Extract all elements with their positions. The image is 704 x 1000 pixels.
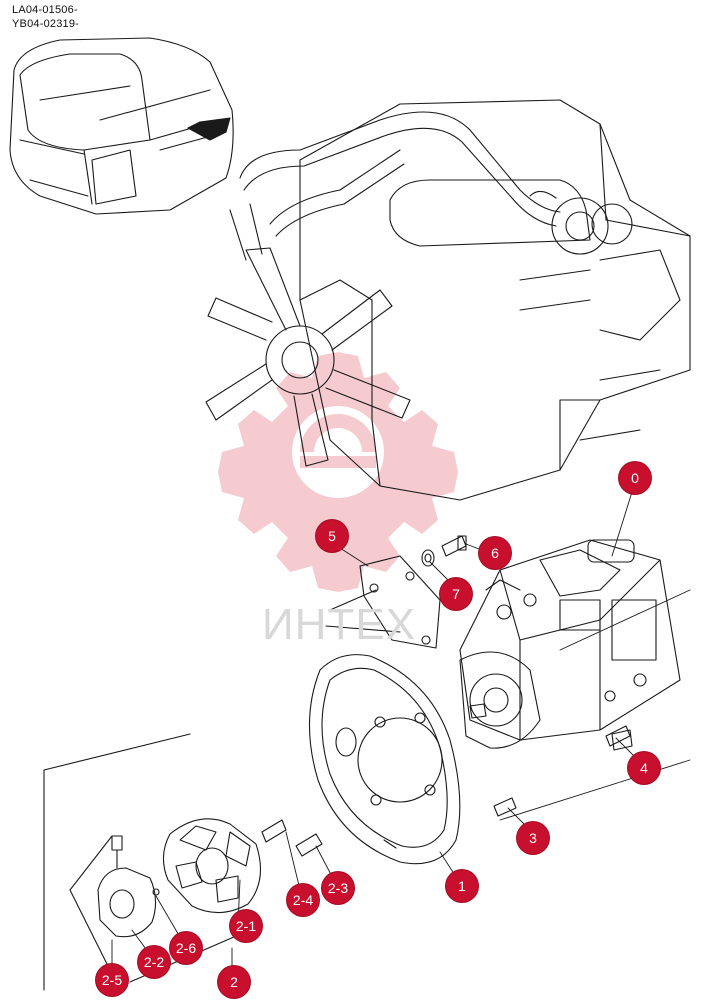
coupling-assembly <box>43 733 323 991</box>
callout-7[interactable]: 7 <box>440 578 472 610</box>
hydraulic-pump <box>459 539 681 751</box>
watermark-text: ИНТЕХ <box>262 600 416 649</box>
callout-6[interactable]: 6 <box>479 537 511 569</box>
bolts-3-4 <box>493 725 631 817</box>
bolt-washer-6-7 <box>421 535 467 567</box>
model-code-line-2: YB04-02319- <box>12 18 80 30</box>
flywheel-housing <box>308 654 461 865</box>
callout-2-1[interactable]: 2-1 <box>230 910 262 942</box>
callout-3[interactable]: 3 <box>517 822 549 854</box>
callout-2-2[interactable]: 2-2 <box>138 946 170 978</box>
callout-2-6[interactable]: 2-6 <box>170 932 202 964</box>
callout-1[interactable]: 1 <box>446 870 478 902</box>
callout-leaders <box>111 491 691 979</box>
callout-0[interactable]: 0 <box>619 462 651 494</box>
model-code-line-1: LA04-01506- <box>12 4 78 16</box>
callout-2-4[interactable]: 2-4 <box>287 884 319 916</box>
callout-2[interactable]: 2 <box>218 966 250 998</box>
engine-hood-inset <box>9 37 234 215</box>
engine-block <box>205 99 691 501</box>
callout-5[interactable]: 5 <box>316 520 348 552</box>
callout-2-3[interactable]: 2-3 <box>322 872 354 904</box>
callout-4[interactable]: 4 <box>628 752 660 784</box>
callout-2-5[interactable]: 2-5 <box>96 964 128 996</box>
cover-plate <box>325 555 441 649</box>
